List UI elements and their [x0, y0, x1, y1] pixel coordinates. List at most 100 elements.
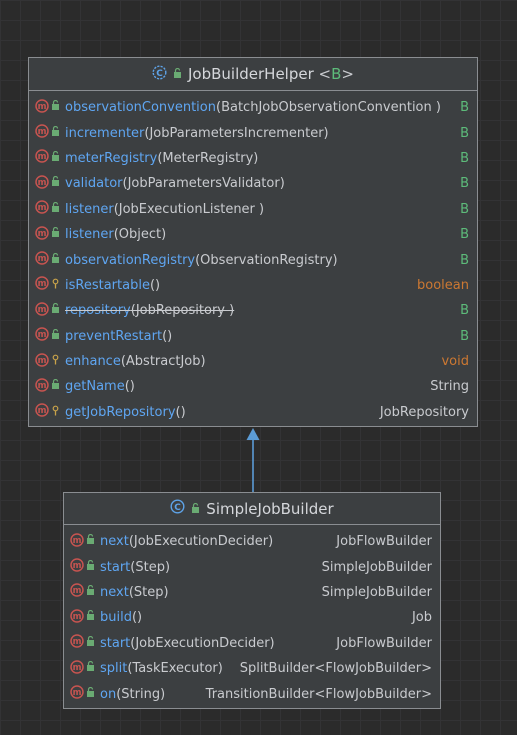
method-name: meterRegistry — [65, 150, 158, 166]
method-signature: on(String) — [100, 687, 206, 702]
svg-text:m: m — [38, 127, 47, 137]
method-row[interactable]: m split(TaskExecutor)SplitBuilder<FlowJob… — [64, 656, 440, 681]
method-signature: getJobRepository() — [65, 405, 380, 420]
svg-text:m: m — [73, 663, 82, 673]
return-type: JobFlowBuilder — [336, 635, 432, 651]
method-name: enhance — [65, 354, 121, 370]
method-params: (String) — [116, 686, 166, 702]
method-icon: m — [70, 583, 84, 601]
member-list: m observationConvention(BatchJobObservati… — [29, 91, 477, 425]
method-signature: next(Step) — [100, 585, 322, 600]
method-signature: meterRegistry(MeterRegistry) — [65, 151, 460, 166]
method-params: (JobParametersIncrementer) — [144, 125, 329, 141]
method-params: (AbstractJob) — [120, 354, 206, 370]
method-signature: next(JobExecutionDecider) — [100, 534, 336, 549]
method-signature: observationConvention(BatchJobObservatio… — [65, 100, 460, 115]
return-type: SplitBuilder<FlowJobBuilder> — [239, 661, 432, 677]
method-signature: build() — [100, 610, 412, 625]
svg-text:m: m — [38, 178, 47, 188]
return-type: Job — [411, 610, 432, 626]
svg-text:m: m — [38, 229, 47, 239]
return-type: void — [441, 354, 469, 370]
protected-visibility-icon — [51, 405, 60, 420]
public-visibility-icon — [86, 661, 95, 676]
protected-visibility-icon — [51, 278, 60, 293]
method-name: start — [100, 635, 131, 651]
class-icon: C — [170, 499, 185, 518]
public-visibility-icon — [86, 559, 95, 575]
method-params: (ObservationRegistry) — [195, 252, 338, 268]
public-visibility-icon — [51, 227, 60, 242]
svg-text:C: C — [174, 503, 181, 513]
svg-text:m: m — [73, 561, 82, 571]
method-name: observationConvention — [65, 100, 216, 116]
method-name: validator — [65, 176, 123, 192]
public-visibility-icon — [51, 379, 60, 394]
public-visibility-icon — [51, 328, 60, 344]
public-visibility-icon — [51, 303, 60, 318]
method-name: getJobRepository — [65, 404, 176, 420]
public-visibility-icon — [51, 100, 60, 115]
method-params: (JobParametersValidator) — [122, 176, 285, 192]
method-signature: validator(JobParametersValidator) — [65, 176, 460, 191]
generic-param: B — [331, 65, 342, 83]
method-signature: observationRegistry(ObservationRegistry) — [65, 253, 460, 268]
method-icon: m — [70, 532, 84, 551]
method-params: (Object) — [113, 227, 167, 243]
method-signature: enhance(AbstractJob) — [65, 354, 441, 369]
public-visibility-icon — [86, 635, 95, 651]
method-signature: incrementer(JobParametersIncrementer) — [65, 126, 460, 141]
method-signature: split(TaskExecutor) — [100, 661, 240, 676]
svg-text:m: m — [38, 330, 47, 340]
method-signature: start(Step) — [100, 560, 322, 575]
method-icon: m — [35, 98, 49, 117]
svg-text:m: m — [38, 203, 47, 213]
method-name: listener — [65, 227, 114, 243]
svg-text:m: m — [73, 536, 82, 546]
svg-text:m: m — [73, 688, 82, 698]
method-icon: m — [35, 124, 49, 142]
method-params: (MeterRegistry) — [157, 150, 259, 166]
return-type: B — [460, 100, 469, 116]
method-params: (BatchJobObservationConvention ) — [216, 100, 441, 116]
method-icon: m — [35, 302, 49, 320]
method-name: split — [100, 661, 128, 677]
method-signature: preventRestart() — [65, 329, 460, 344]
method-params: (Step) — [128, 584, 169, 600]
class-box-simplejobbuilder[interactable]: C SimpleJobBuilder m next(JobExecutionDec… — [63, 492, 441, 709]
public-visibility-icon — [86, 534, 95, 549]
method-signature: listener(Object) — [65, 227, 460, 242]
method-name: start — [100, 559, 131, 575]
method-icon: m — [70, 558, 84, 576]
protected-visibility-icon — [51, 354, 60, 369]
class-header: C SimpleJobBuilder — [64, 493, 440, 525]
method-icon: m — [70, 634, 84, 652]
method-name: on — [100, 686, 117, 702]
method-icon: m — [35, 225, 49, 244]
method-name: repository — [65, 303, 131, 319]
method-icon: m — [35, 276, 49, 294]
method-params: (JobExecutionListener ) — [113, 201, 265, 217]
inheritance-arrow — [246, 428, 260, 492]
return-type: B — [460, 150, 469, 166]
method-row[interactable]: m observationConvention(BatchJobObservati… — [29, 95, 477, 120]
